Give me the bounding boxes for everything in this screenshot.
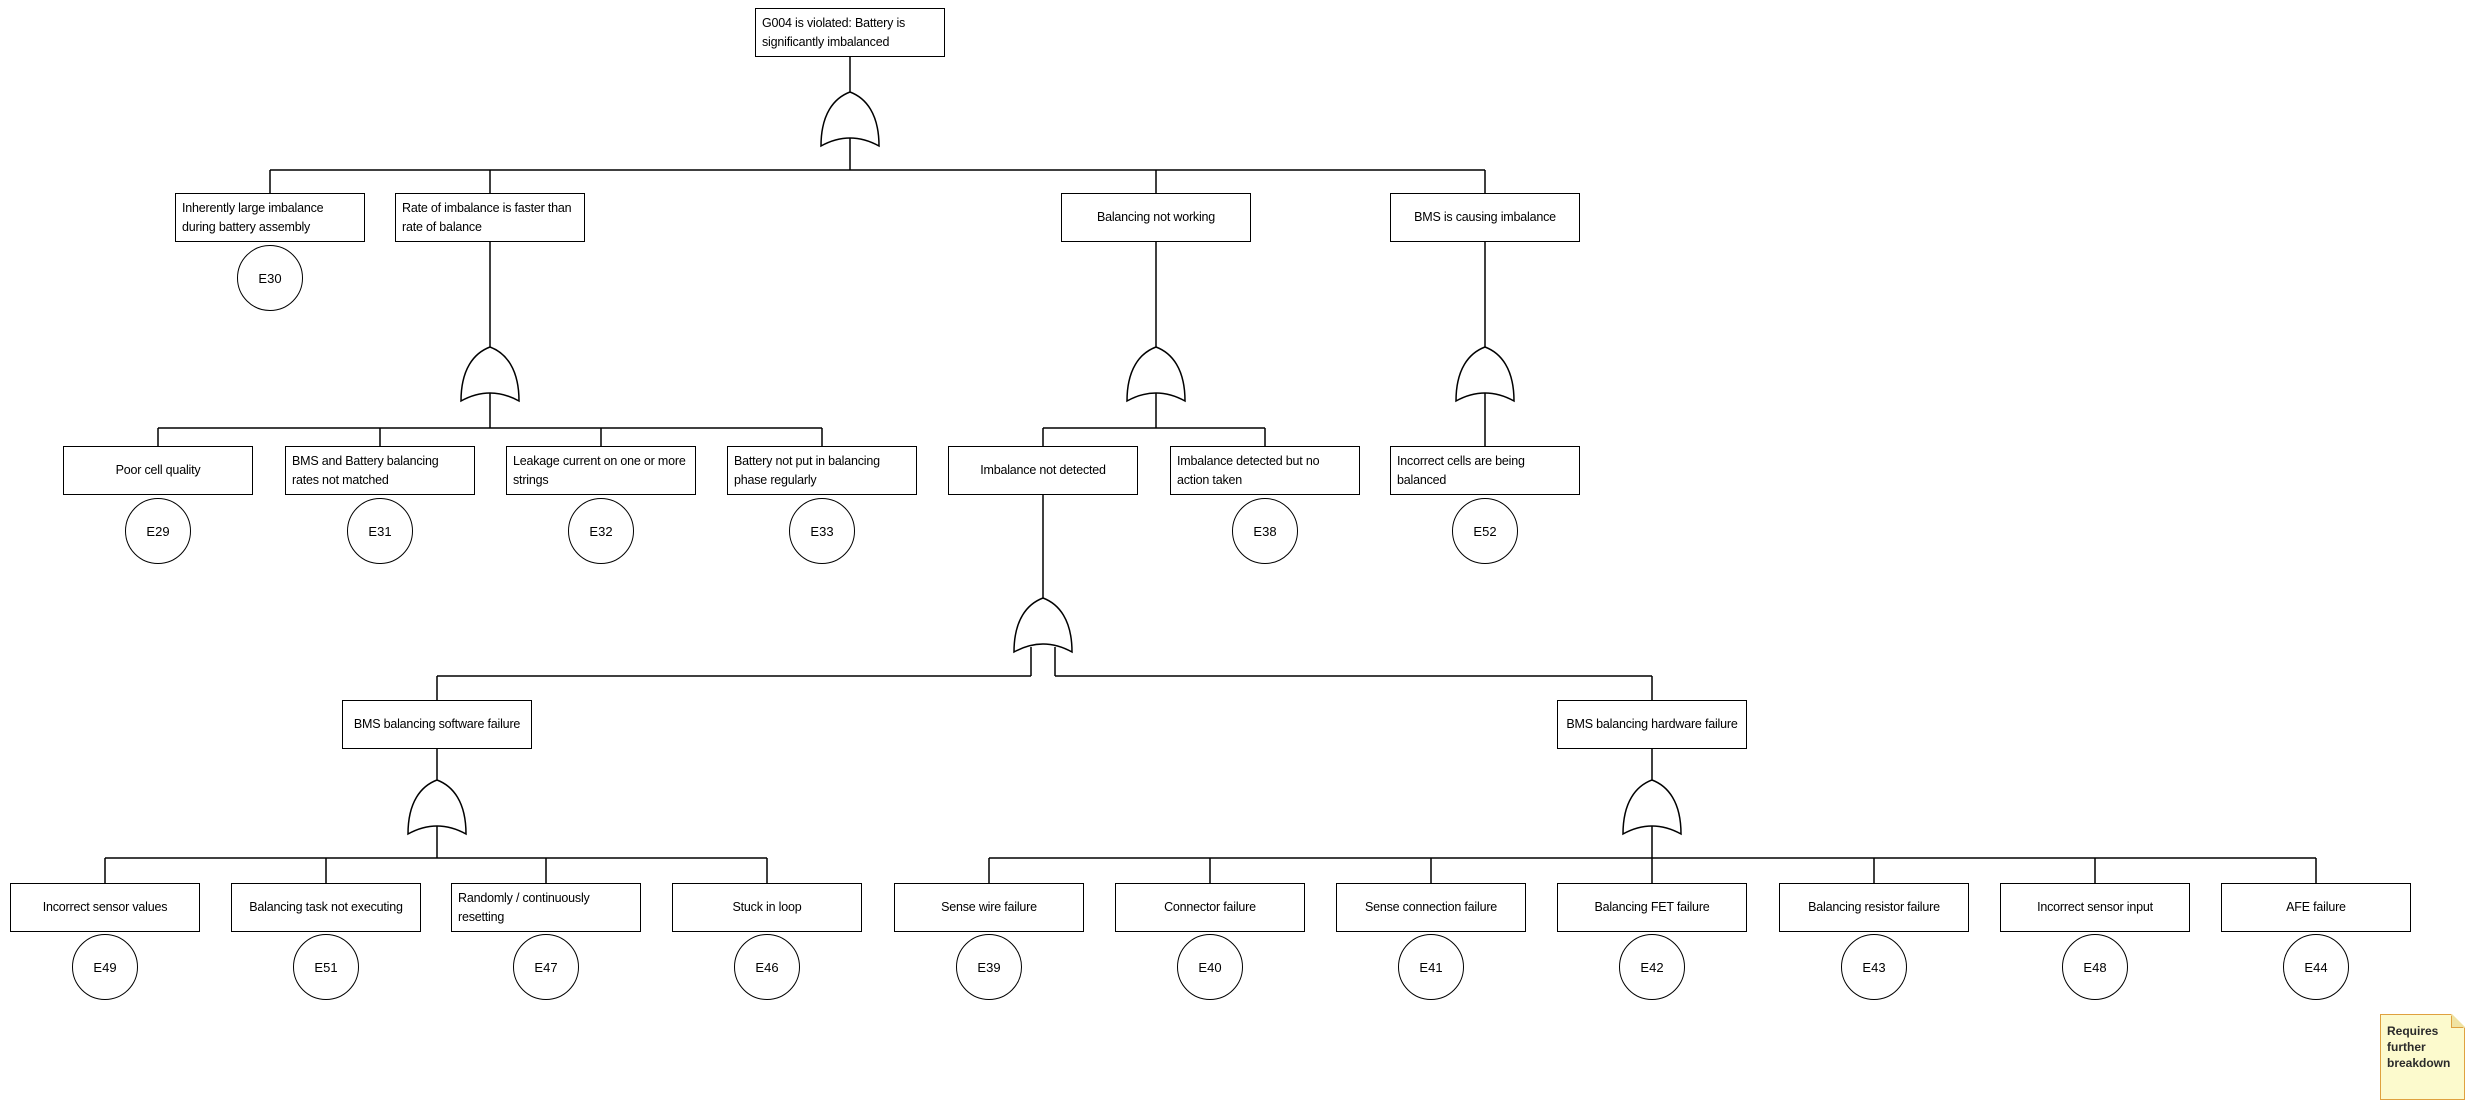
node-incorrect-sensor-input[interactable]: Incorrect sensor input xyxy=(2000,883,2190,932)
node-rates-not-matched[interactable]: BMS and Battery balancing rates not matc… xyxy=(285,446,475,495)
node-task-not-executing[interactable]: Balancing task not executing xyxy=(231,883,421,932)
node-poor-cell-quality[interactable]: Poor cell quality xyxy=(63,446,253,495)
event-id: E43 xyxy=(1862,959,1886,975)
or-gate-icon[interactable] xyxy=(460,346,520,403)
event-id: E42 xyxy=(1640,959,1664,975)
or-gate-icon[interactable] xyxy=(1455,346,1515,403)
event-id: E47 xyxy=(534,959,558,975)
event-circle-e30[interactable]: E30 xyxy=(237,245,303,311)
node-balancing-fet-failure[interactable]: Balancing FET failure xyxy=(1557,883,1747,932)
node-g004-root[interactable]: G004 is violated: Battery is significant… xyxy=(755,8,945,57)
event-id: E31 xyxy=(368,523,392,539)
event-id: E44 xyxy=(2304,959,2328,975)
node-balancing-phase[interactable]: Battery not put in balancing phase regul… xyxy=(727,446,917,495)
node-label: Leakage current on one or more strings xyxy=(513,453,686,487)
event-circle-e52[interactable]: E52 xyxy=(1452,498,1518,564)
node-inherent-imbalance[interactable]: Inherently large imbalance during batter… xyxy=(175,193,365,242)
node-label: Sense connection failure xyxy=(1364,900,1498,914)
sticky-note[interactable]: Requires further breakdown xyxy=(2380,1014,2465,1100)
event-circle-e31[interactable]: E31 xyxy=(347,498,413,564)
event-id: E40 xyxy=(1198,959,1222,975)
event-circle-e46[interactable]: E46 xyxy=(734,934,800,1000)
node-randomly-resetting[interactable]: Randomly / continuously resetting xyxy=(451,883,641,932)
event-id: E51 xyxy=(314,959,338,975)
event-id: E52 xyxy=(1473,523,1497,539)
node-label: Incorrect sensor input xyxy=(2037,900,2153,914)
event-circle-e42[interactable]: E42 xyxy=(1619,934,1685,1000)
event-id: E46 xyxy=(755,959,779,975)
event-circle-e44[interactable]: E44 xyxy=(2283,934,2349,1000)
node-label: Stuck in loop xyxy=(732,900,802,914)
node-balancing-resistor-failure[interactable]: Balancing resistor failure xyxy=(1779,883,1969,932)
event-circle-e41[interactable]: E41 xyxy=(1398,934,1464,1000)
event-circle-e32[interactable]: E32 xyxy=(568,498,634,564)
event-id: E41 xyxy=(1419,959,1443,975)
node-label: Randomly / continuously resetting xyxy=(458,890,590,924)
node-imbalance-not-detected[interactable]: Imbalance not detected xyxy=(948,446,1138,495)
node-label: Battery not put in balancing phase regul… xyxy=(734,453,880,487)
node-label: BMS balancing hardware failure xyxy=(1566,717,1738,731)
node-label: BMS balancing software failure xyxy=(353,717,521,731)
event-id: E30 xyxy=(258,270,282,286)
node-label: Incorrect cells are being balanced xyxy=(1397,453,1525,487)
node-label: Poor cell quality xyxy=(115,463,201,477)
node-rate-of-imbalance[interactable]: Rate of imbalance is faster than rate of… xyxy=(395,193,585,242)
event-id: E33 xyxy=(810,523,834,539)
node-label: BMS is causing imbalance xyxy=(1414,210,1556,224)
node-label: Incorrect sensor values xyxy=(42,900,168,914)
node-label: Balancing FET failure xyxy=(1594,900,1710,914)
or-gate-icon[interactable] xyxy=(1622,779,1682,836)
or-gate-icon[interactable] xyxy=(1126,346,1186,403)
node-label: BMS and Battery balancing rates not matc… xyxy=(292,453,439,487)
node-connector-failure[interactable]: Connector failure xyxy=(1115,883,1305,932)
node-label: Balancing resistor failure xyxy=(1808,900,1940,914)
node-label: Inherently large imbalance during batter… xyxy=(182,200,324,234)
or-gate-icon[interactable] xyxy=(407,779,467,836)
node-label: Balancing task not executing xyxy=(249,900,403,914)
event-circle-e51[interactable]: E51 xyxy=(293,934,359,1000)
node-label: Balancing not working xyxy=(1096,210,1216,224)
sticky-note-text: Requires further breakdown xyxy=(2387,1024,2451,1070)
node-sense-connection-failure[interactable]: Sense connection failure xyxy=(1336,883,1526,932)
node-bms-causing-imbalance[interactable]: BMS is causing imbalance xyxy=(1390,193,1580,242)
node-no-action-taken[interactable]: Imbalance detected but no action taken xyxy=(1170,446,1360,495)
node-sense-wire-failure[interactable]: Sense wire failure xyxy=(894,883,1084,932)
event-circle-e47[interactable]: E47 xyxy=(513,934,579,1000)
event-id: E48 xyxy=(2083,959,2107,975)
event-circle-e49[interactable]: E49 xyxy=(72,934,138,1000)
node-leakage-current[interactable]: Leakage current on one or more strings xyxy=(506,446,696,495)
or-gate-icon[interactable] xyxy=(820,91,880,148)
node-balancing-not-working[interactable]: Balancing not working xyxy=(1061,193,1251,242)
node-label: Sense wire failure xyxy=(941,900,1037,914)
node-label: Imbalance not detected xyxy=(980,463,1106,477)
event-circle-e33[interactable]: E33 xyxy=(789,498,855,564)
node-label: Rate of imbalance is faster than rate of… xyxy=(402,200,572,234)
node-incorrect-cells[interactable]: Incorrect cells are being balanced xyxy=(1390,446,1580,495)
event-circle-e29[interactable]: E29 xyxy=(125,498,191,564)
event-id: E49 xyxy=(93,959,117,975)
event-id: E29 xyxy=(146,523,170,539)
node-incorrect-sensor-values[interactable]: Incorrect sensor values xyxy=(10,883,200,932)
folded-corner-icon xyxy=(2452,1014,2465,1027)
node-stuck-in-loop[interactable]: Stuck in loop xyxy=(672,883,862,932)
event-circle-e48[interactable]: E48 xyxy=(2062,934,2128,1000)
node-label: Connector failure xyxy=(1164,900,1256,914)
node-software-failure[interactable]: BMS balancing software failure xyxy=(342,700,532,749)
event-id: E38 xyxy=(1253,523,1277,539)
node-label: AFE failure xyxy=(2286,900,2346,914)
node-hardware-failure[interactable]: BMS balancing hardware failure xyxy=(1557,700,1747,749)
event-id: E32 xyxy=(589,523,613,539)
node-label: G004 is violated: Battery is significant… xyxy=(762,15,906,49)
event-circle-e39[interactable]: E39 xyxy=(956,934,1022,1000)
event-id: E39 xyxy=(977,959,1001,975)
event-circle-e40[interactable]: E40 xyxy=(1177,934,1243,1000)
node-label: Imbalance detected but no action taken xyxy=(1177,453,1320,487)
event-circle-e38[interactable]: E38 xyxy=(1232,498,1298,564)
node-afe-failure[interactable]: AFE failure xyxy=(2221,883,2411,932)
event-circle-e43[interactable]: E43 xyxy=(1841,934,1907,1000)
or-gate-icon[interactable] xyxy=(1013,597,1073,654)
